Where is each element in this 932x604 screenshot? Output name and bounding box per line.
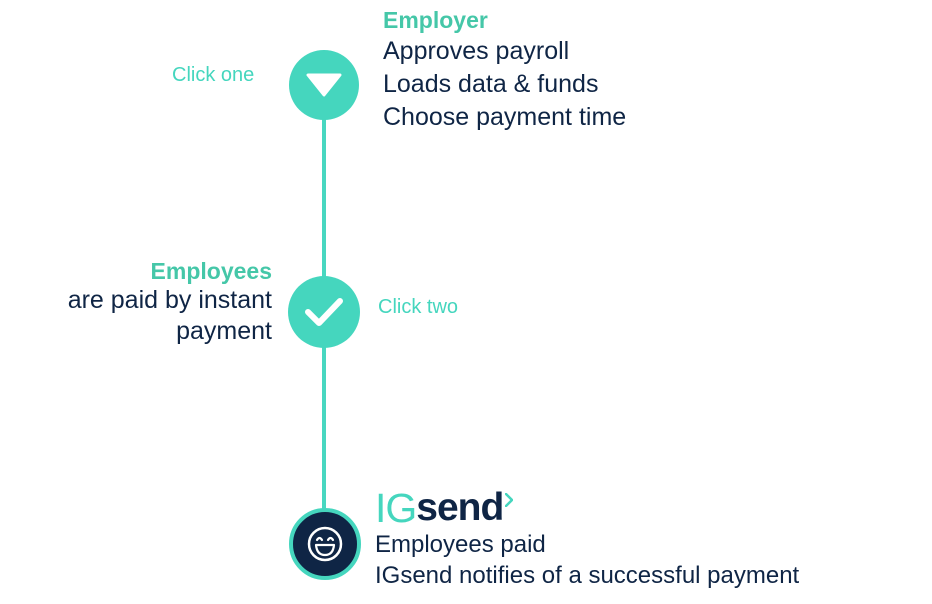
employees-block: Employees are paid by instant payment [68,258,272,347]
employees-line: payment [176,317,272,345]
employer-line: Approves payroll [383,37,570,65]
igsend-line: IGsend notifies of a successful payment [375,562,800,589]
employees-line: are paid by instant [67,286,272,314]
click-one-label[interactable]: Click one [172,64,255,86]
triangle-down-icon [306,73,342,97]
employees-heading: Employees [150,258,272,284]
checkmark-icon [305,298,343,326]
logo-send-text: send [416,486,504,529]
step-one-button[interactable] [289,50,359,120]
smiley-face-icon [307,526,343,562]
igsend-line: Employees paid [375,531,546,558]
step-three-node [289,508,361,580]
step-two-button[interactable] [288,276,360,348]
logo-ig-text: IG [375,485,417,531]
employer-block: Employer Approves payroll Loads data & f… [383,7,626,133]
click-two-label[interactable]: Click two [378,296,459,318]
employer-heading: Employer [383,7,488,33]
employer-line: Choose payment time [383,103,627,131]
arrow-right-icon [505,493,514,507]
employer-line: Loads data & funds [383,70,599,98]
